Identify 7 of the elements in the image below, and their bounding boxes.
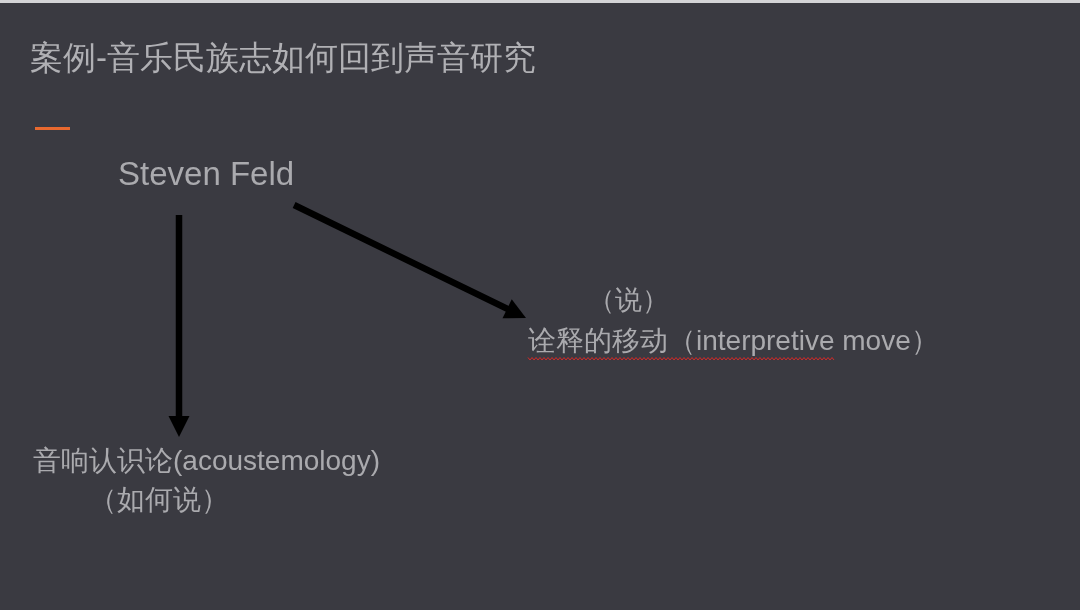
node-label: 诠释的移动（interpretive move） [528,326,939,356]
node-label: 音响认识论(acoustemology) [33,444,380,478]
node-note: （如何说） [89,483,229,517]
node-note: （说） [588,284,669,317]
slide-title: 案例-音乐民族志如何回到声音研究 [30,38,536,78]
arrow [292,202,528,321]
node-label: Steven Feld [118,155,295,193]
